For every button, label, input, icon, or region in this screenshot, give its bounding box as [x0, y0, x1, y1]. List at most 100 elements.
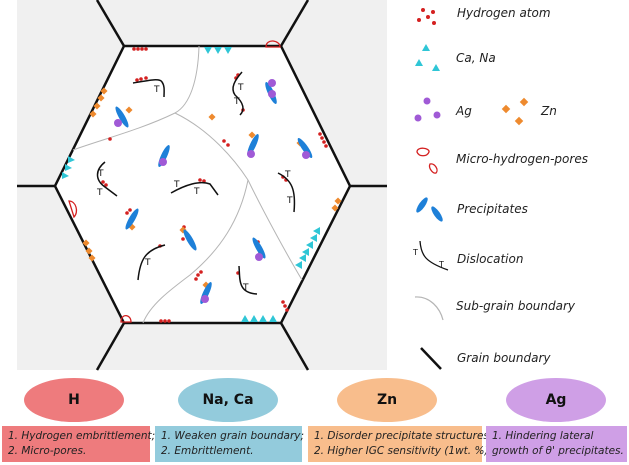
effect-text: 2. Embrittlement. — [161, 445, 254, 457]
svg-text:T: T — [173, 180, 180, 190]
ca-na-atom — [250, 315, 258, 322]
legend-hydrogen-icon — [417, 8, 436, 25]
ca-na-atom — [65, 164, 72, 171]
element-na-ca-ellipse: Na, Ca — [178, 378, 278, 422]
outer-grain-boundaries — [17, 0, 387, 371]
svg-text:T: T — [233, 97, 240, 107]
legend-grain-boundary-icon — [420, 347, 442, 370]
zn-atoms — [82, 87, 342, 289]
hydrogen-atom — [128, 208, 132, 212]
hydrogen-atom — [163, 319, 167, 323]
ca-na-atom — [295, 261, 302, 269]
zn-atom — [82, 239, 90, 247]
effect-box-na-ca: 1. Weaken grain boundary; 2. Embrittleme… — [155, 426, 304, 462]
ag-atom — [114, 119, 122, 127]
hydrogen-atom — [194, 277, 198, 281]
element-h-ellipse: H — [24, 378, 124, 422]
ag-atom — [268, 79, 276, 87]
legend-sub-grain-label: Sub-grain boundary — [456, 299, 576, 313]
ag-atom — [268, 90, 276, 98]
ag-atoms — [114, 79, 310, 303]
svg-text:T: T — [284, 170, 291, 180]
hydrogen-atom — [322, 140, 326, 144]
svg-text:T: T — [412, 248, 418, 257]
ca-na-atom — [299, 254, 306, 262]
element-ag-label: Ag — [545, 392, 567, 408]
effect-text: growth of θ' precipitates. — [492, 445, 624, 457]
dislocation — [137, 244, 166, 281]
hydrogen-atom — [324, 144, 328, 148]
hydrogen-atom — [136, 47, 140, 51]
hydrogen-atom — [318, 132, 322, 136]
element-ag-ellipse: Ag — [506, 378, 606, 422]
hydrogen-atom — [320, 136, 324, 140]
svg-text:T: T — [153, 85, 160, 95]
element-h-label: H — [68, 392, 80, 408]
ag-atom — [302, 151, 310, 159]
effect-box-ag: 1. Hindering lateral growth of θ' precip… — [486, 426, 627, 462]
ca-na-atom — [313, 227, 320, 235]
legend-dislocation-icon: T T — [412, 240, 449, 271]
hydrogen-atom — [125, 211, 129, 215]
zn-atom — [89, 110, 97, 118]
legend-ag-label: Ag — [456, 104, 472, 118]
ag-atom — [201, 295, 209, 303]
hydrogen-atom — [159, 319, 163, 323]
ca-na-atoms — [62, 47, 320, 322]
zn-atom — [331, 204, 339, 212]
pore — [120, 314, 132, 323]
effect-text: 1. Hindering lateral — [492, 430, 594, 442]
ca-na-atom — [302, 248, 309, 256]
ca-na-atom — [241, 315, 249, 322]
dislocation — [96, 161, 118, 197]
legend-hydrogen-label: Hydrogen atom — [457, 6, 551, 20]
dislocation — [232, 71, 244, 116]
zn-atom — [208, 113, 216, 121]
legend-dislocation-label: Dislocation — [457, 252, 524, 266]
svg-text:T: T — [438, 260, 444, 269]
zn-atom — [248, 131, 256, 139]
pore — [265, 40, 281, 48]
effect-box-zn: 1. Disorder precipitate structures; 2. H… — [308, 426, 492, 462]
ca-na-atom — [259, 315, 267, 322]
hydrogen-atom — [135, 78, 139, 82]
hydrogen-atom — [222, 139, 226, 143]
legend-sub-grain-icon — [414, 296, 444, 321]
hydrogen-atom — [144, 76, 148, 80]
ca-na-atom — [310, 234, 317, 242]
ca-na-atom — [68, 156, 75, 163]
hydrogen-atom — [199, 270, 203, 274]
effect-text: 2. Micro-pores. — [8, 445, 87, 457]
ag-atom — [247, 150, 255, 158]
dislocation — [170, 181, 219, 196]
precipitate — [252, 237, 266, 259]
dislocation — [132, 79, 165, 98]
ca-na-atom — [214, 47, 222, 54]
zn-atom — [125, 106, 133, 114]
micro-pores — [68, 40, 281, 323]
legend-precipitate-icon — [416, 197, 443, 222]
svg-text:T: T — [97, 169, 104, 179]
hydrogen-atom — [167, 319, 171, 323]
hydrogen-atom — [140, 47, 144, 51]
legend-ag-icon — [414, 97, 441, 122]
hydrogen-atom — [281, 300, 285, 304]
effect-box-h: 1. Hydrogen embrittlement; 2. Micro-pore… — [2, 426, 155, 462]
svg-text:T: T — [286, 196, 293, 206]
ag-atom — [255, 253, 263, 261]
dislocation — [238, 265, 258, 295]
element-zn-label: Zn — [376, 392, 398, 408]
zn-atom — [100, 87, 108, 95]
zn-atom — [334, 197, 342, 205]
hydrogen-atom — [139, 77, 143, 81]
precipitate — [125, 208, 139, 230]
effect-text: 2. Higher IGC sensitivity (1wt. %). — [314, 445, 492, 457]
hydrogen-atom — [144, 47, 148, 51]
hydrogen-atom — [285, 308, 289, 312]
svg-text:T: T — [242, 283, 249, 293]
zn-atom — [88, 254, 96, 262]
hydrogen-atom — [181, 237, 185, 241]
dislocation-marks: T T T T T T T T T T T — [96, 83, 293, 293]
legend-zn-label: Zn — [541, 104, 557, 118]
ca-na-atom — [224, 47, 232, 54]
